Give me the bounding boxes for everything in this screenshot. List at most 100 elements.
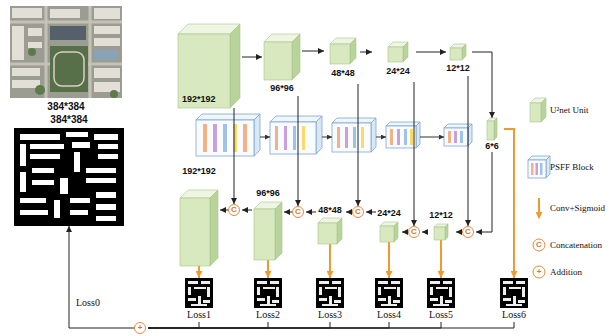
connector (298, 96, 299, 206)
input-image: 384*384 (10, 6, 122, 114)
drawing-part (375, 278, 403, 308)
drawing-part (50, 46, 88, 92)
u2net-unit: 96*96 (262, 34, 302, 96)
drawing-part (20, 198, 46, 203)
drawing-part (254, 278, 282, 308)
drawing-part (72, 142, 90, 148)
connector (346, 212, 352, 213)
drawing-part (338, 287, 341, 297)
connector (456, 232, 462, 233)
drawing-part (30, 154, 60, 159)
size-label: 12*12 (446, 63, 470, 74)
legend-row: U²net Unit (550, 104, 588, 116)
drawing-part (110, 90, 118, 98)
drawing-part (531, 163, 534, 175)
connector (416, 52, 446, 53)
drawing-part (325, 287, 337, 289)
label-anchor: + (533, 266, 545, 278)
drawing-part (257, 281, 267, 284)
legend-add-sample (533, 266, 545, 278)
drawing-part (203, 124, 207, 152)
conv-sigmoid-arrow (329, 244, 331, 278)
size-label: 48*48 (318, 205, 342, 216)
drawing-part (28, 42, 42, 48)
u2net-unit: 24*24 (372, 42, 416, 82)
drawing-part (503, 287, 506, 295)
drawing-part (96, 216, 116, 221)
u2net-unit: 24*24 (376, 206, 402, 242)
drawing-part (397, 287, 400, 297)
drawing-part (376, 137, 386, 138)
drawing-part (267, 296, 270, 304)
drawing-part (391, 281, 400, 284)
drawing-part (260, 304, 276, 306)
drawing-part (330, 44, 350, 64)
drawing-part (444, 128, 468, 146)
legend-text: Conv+Sigmoid (550, 202, 605, 214)
drawing-part (503, 298, 511, 301)
conv-sigmoid-arrow (440, 240, 442, 278)
drawing-part (86, 178, 116, 183)
drawing-part (409, 227, 420, 238)
drawing-part (319, 287, 322, 295)
u2net-unit: 48*48 (324, 38, 360, 84)
input-image-shape (10, 6, 122, 114)
conv-sigmoid-arrow (388, 242, 390, 278)
drawing-part (500, 278, 528, 308)
drawing-part (393, 300, 400, 303)
connector (360, 52, 372, 53)
drawing-part (302, 126, 305, 150)
drawing-part (397, 129, 400, 145)
concat-circle: C (408, 226, 422, 238)
connector (242, 57, 262, 58)
drawing-part (272, 300, 279, 303)
drawing-part (135, 323, 146, 334)
symbol-text: C (533, 239, 545, 251)
drawing-part (541, 98, 546, 122)
drawing-part (201, 281, 210, 284)
drawing-part (434, 227, 445, 240)
legend-text: Concatenation (550, 239, 602, 251)
drawing-part (337, 127, 340, 148)
loss-map: Loss3 (314, 278, 346, 322)
drawing-part (50, 9, 80, 18)
drawing-part (468, 124, 472, 146)
drawing-part (54, 200, 60, 218)
legend-row: Concatenation (550, 239, 602, 251)
drawing-part (463, 227, 474, 238)
drawing-part (318, 223, 337, 244)
drawing-part (513, 296, 516, 304)
drawing-part (203, 300, 210, 303)
drawing-part (270, 281, 279, 284)
psff-link (260, 137, 444, 138)
psff-block (196, 114, 260, 156)
drawing-part (420, 137, 444, 138)
drawing-part (319, 281, 329, 284)
drawing-part (448, 131, 451, 143)
drawing-part (12, 8, 42, 18)
legend-row: PSFF Block (550, 161, 594, 173)
drawing-part (430, 287, 433, 295)
connector (148, 322, 389, 328)
connector (69, 226, 134, 328)
output-mask-shape (14, 114, 124, 226)
drawing-part (449, 287, 452, 297)
drawing-part (388, 47, 403, 62)
drawing-part (284, 126, 287, 150)
drawing-part (518, 300, 525, 303)
drawing-part (378, 298, 386, 301)
drawing-part (345, 127, 348, 148)
drawing-part (386, 122, 420, 126)
drawing-part (293, 126, 296, 150)
conv-sigmoid-arrow (198, 266, 200, 278)
connector (302, 51, 324, 52)
drawing-part (54, 52, 84, 86)
drawing-part (188, 281, 198, 284)
drawing-part (378, 287, 381, 295)
drawing-part (522, 287, 525, 297)
drawing-part (178, 24, 240, 34)
connector (148, 322, 441, 328)
size-label: 96*96 (256, 188, 280, 199)
drawing-part (319, 298, 327, 301)
drawing-part (20, 144, 26, 166)
